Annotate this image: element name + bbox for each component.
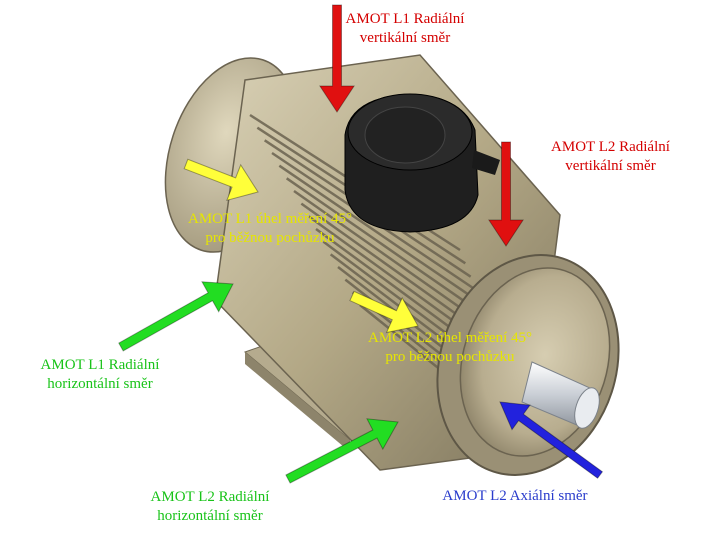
- arrow-l1-horizontal: [118, 281, 234, 352]
- label-l2-angle-line2: pro běžnou pochůzku: [385, 349, 515, 365]
- label-l1-vertical-line2: vertikální směr: [359, 30, 451, 46]
- label-l1-horizontal-line2: horizontální směr: [47, 376, 153, 392]
- label-l2-horizontal: AMOT L2 Radiální horizontální směr: [135, 488, 285, 526]
- arrow-l2-axial: [499, 401, 604, 479]
- label-l1-horizontal-line1: AMOT L1 Radiální: [40, 357, 160, 373]
- label-l1-vertical: AMOT L1 Radiální vertikální směr: [335, 10, 475, 48]
- motor-shaft: [521, 361, 600, 429]
- label-l1-horizontal: AMOT L1 Radiální horizontální směr: [25, 356, 175, 394]
- label-l2-angle-line1: AMOT L2 úhel měření 45°: [367, 330, 533, 346]
- label-l2-angle: AMOT L2 úhel měření 45° pro běžnou pochů…: [345, 329, 555, 367]
- label-l2-vertical: AMOT L2 Radiální vertikální směr: [533, 138, 688, 176]
- label-l2-vertical-line1: AMOT L2 Radiální: [551, 139, 670, 155]
- label-l2-axial-line1: AMOT L2 Axiální směr: [442, 488, 588, 504]
- arrow-l1-angle: [183, 158, 259, 202]
- label-l2-horizontal-line1: AMOT L2 Radiální: [150, 489, 270, 505]
- label-l1-vertical-line1: AMOT L1 Radiální: [345, 11, 465, 27]
- label-l2-vertical-line2: vertikální směr: [565, 158, 656, 174]
- terminal-box: [344, 93, 500, 233]
- label-l1-angle: AMOT L1 úhel měření 45° pro běžnou pochů…: [170, 210, 370, 248]
- arrow-l2-angle: [349, 290, 419, 334]
- label-l1-angle-line1: AMOT L1 úhel měření 45°: [187, 211, 353, 227]
- label-l1-angle-line2: pro běžnou pochůzku: [205, 230, 335, 246]
- arrow-l1-vertical: [318, 4, 356, 113]
- label-l2-axial: AMOT L2 Axiální směr: [420, 487, 610, 506]
- arrow-l2-horizontal: [285, 418, 399, 484]
- arrow-l2-vertical: [487, 141, 525, 247]
- label-l2-horizontal-line2: horizontální směr: [157, 508, 263, 524]
